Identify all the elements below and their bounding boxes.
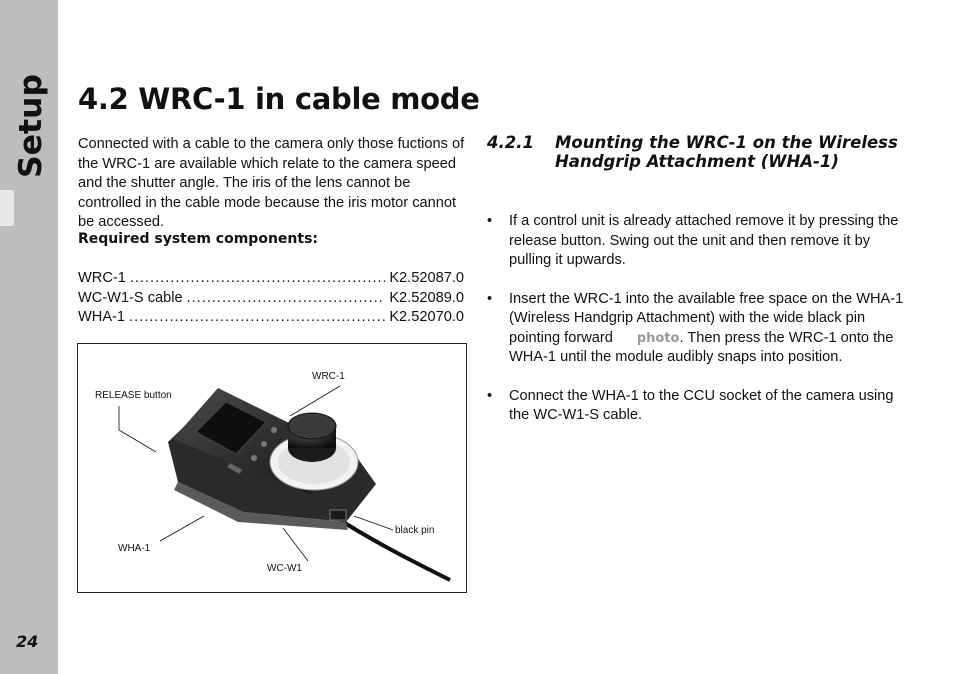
leader-dots (129, 308, 385, 328)
bullet-icon: • (487, 213, 493, 229)
sidebar-title: Setup (13, 74, 49, 178)
page-number: 24 (16, 632, 39, 651)
leader-dots (187, 289, 386, 309)
component-row: WC-W1-S cable K2.52089.0 (78, 289, 464, 309)
component-name: WRC-1 (78, 270, 126, 286)
components-list: WRC-1 K2.52087.0 WC-W1-S cable K2.52089.… (78, 269, 464, 328)
list-item: • If a control unit is already attached … (487, 212, 907, 271)
section-title: Mounting the WRC-1 on the Wireless Handg… (555, 133, 898, 171)
wha-label: WHA-1 (118, 543, 151, 554)
blackpin-leader (353, 515, 394, 531)
wha-base-edge (174, 482, 348, 530)
component-code: K2.52070.0 (389, 309, 464, 325)
bullet-icon: • (487, 387, 493, 404)
component-name: WHA-1 (78, 309, 126, 325)
bullet-icon: • (487, 290, 493, 307)
component-row: WHA-1 K2.52070.0 (78, 308, 464, 328)
wrc-leader (289, 385, 341, 417)
instruction-list: • If a control unit is already attached … (487, 212, 907, 445)
list-item: • Connect the WHA-1 to the CCU socket of… (487, 387, 907, 426)
wcw1-leader (282, 527, 309, 562)
photo-reference: photo (636, 330, 680, 346)
component-code: K2.52087.0 (389, 270, 464, 286)
wc-w1-label: WC-W1 (267, 563, 302, 574)
svg-text:Setup: Setup (13, 74, 49, 178)
release-button-shape (227, 462, 243, 474)
release-leader (118, 406, 157, 453)
button-dot (251, 455, 257, 461)
intro-paragraph: Connected with a cable to the camera onl… (78, 136, 465, 230)
list-item-text-continued: . Then press the WRC-1 onto the WHA-1 un… (509, 329, 894, 366)
display-panel (195, 401, 267, 455)
knob-top (287, 412, 337, 440)
section-number: 4.2.1 (487, 133, 534, 152)
component-code: K2.52089.0 (389, 289, 464, 306)
device-photo (118, 385, 451, 582)
cable-shape (338, 518, 451, 582)
connector-shape (329, 509, 347, 521)
page-title: 4.2 WRC-1 in cable mode (78, 82, 480, 116)
list-item-text: If a control unit is already attached re… (509, 213, 899, 268)
wha-leader (159, 515, 205, 542)
leader-dots (130, 269, 385, 289)
device-figure: RELEASE button WRC-1 WHA-1 WC-W1 black p… (77, 343, 467, 593)
required-components-heading: Required system components: (78, 231, 318, 247)
sidebar-tab-marker (0, 190, 14, 226)
button-dot (271, 427, 277, 433)
list-item: • Insert the WRC-1 into the available fr… (487, 290, 907, 368)
wrc-label: WRC-1 (312, 371, 345, 382)
button-dot (261, 441, 267, 447)
list-item-text: Insert the WRC-1 into the available free… (509, 290, 904, 346)
list-item-text: Connect the WHA-1 to the CCU socket of t… (509, 387, 894, 424)
black-pin-label: black pin (395, 525, 435, 536)
section-heading: 4.2.1 Mounting the WRC-1 on the Wireless… (487, 133, 907, 171)
release-button-label: RELEASE button (95, 390, 172, 401)
component-row: WRC-1 K2.52087.0 (78, 269, 464, 289)
component-name: WC-W1-S cable (78, 289, 183, 306)
sidebar: Setup 24 (0, 0, 58, 674)
